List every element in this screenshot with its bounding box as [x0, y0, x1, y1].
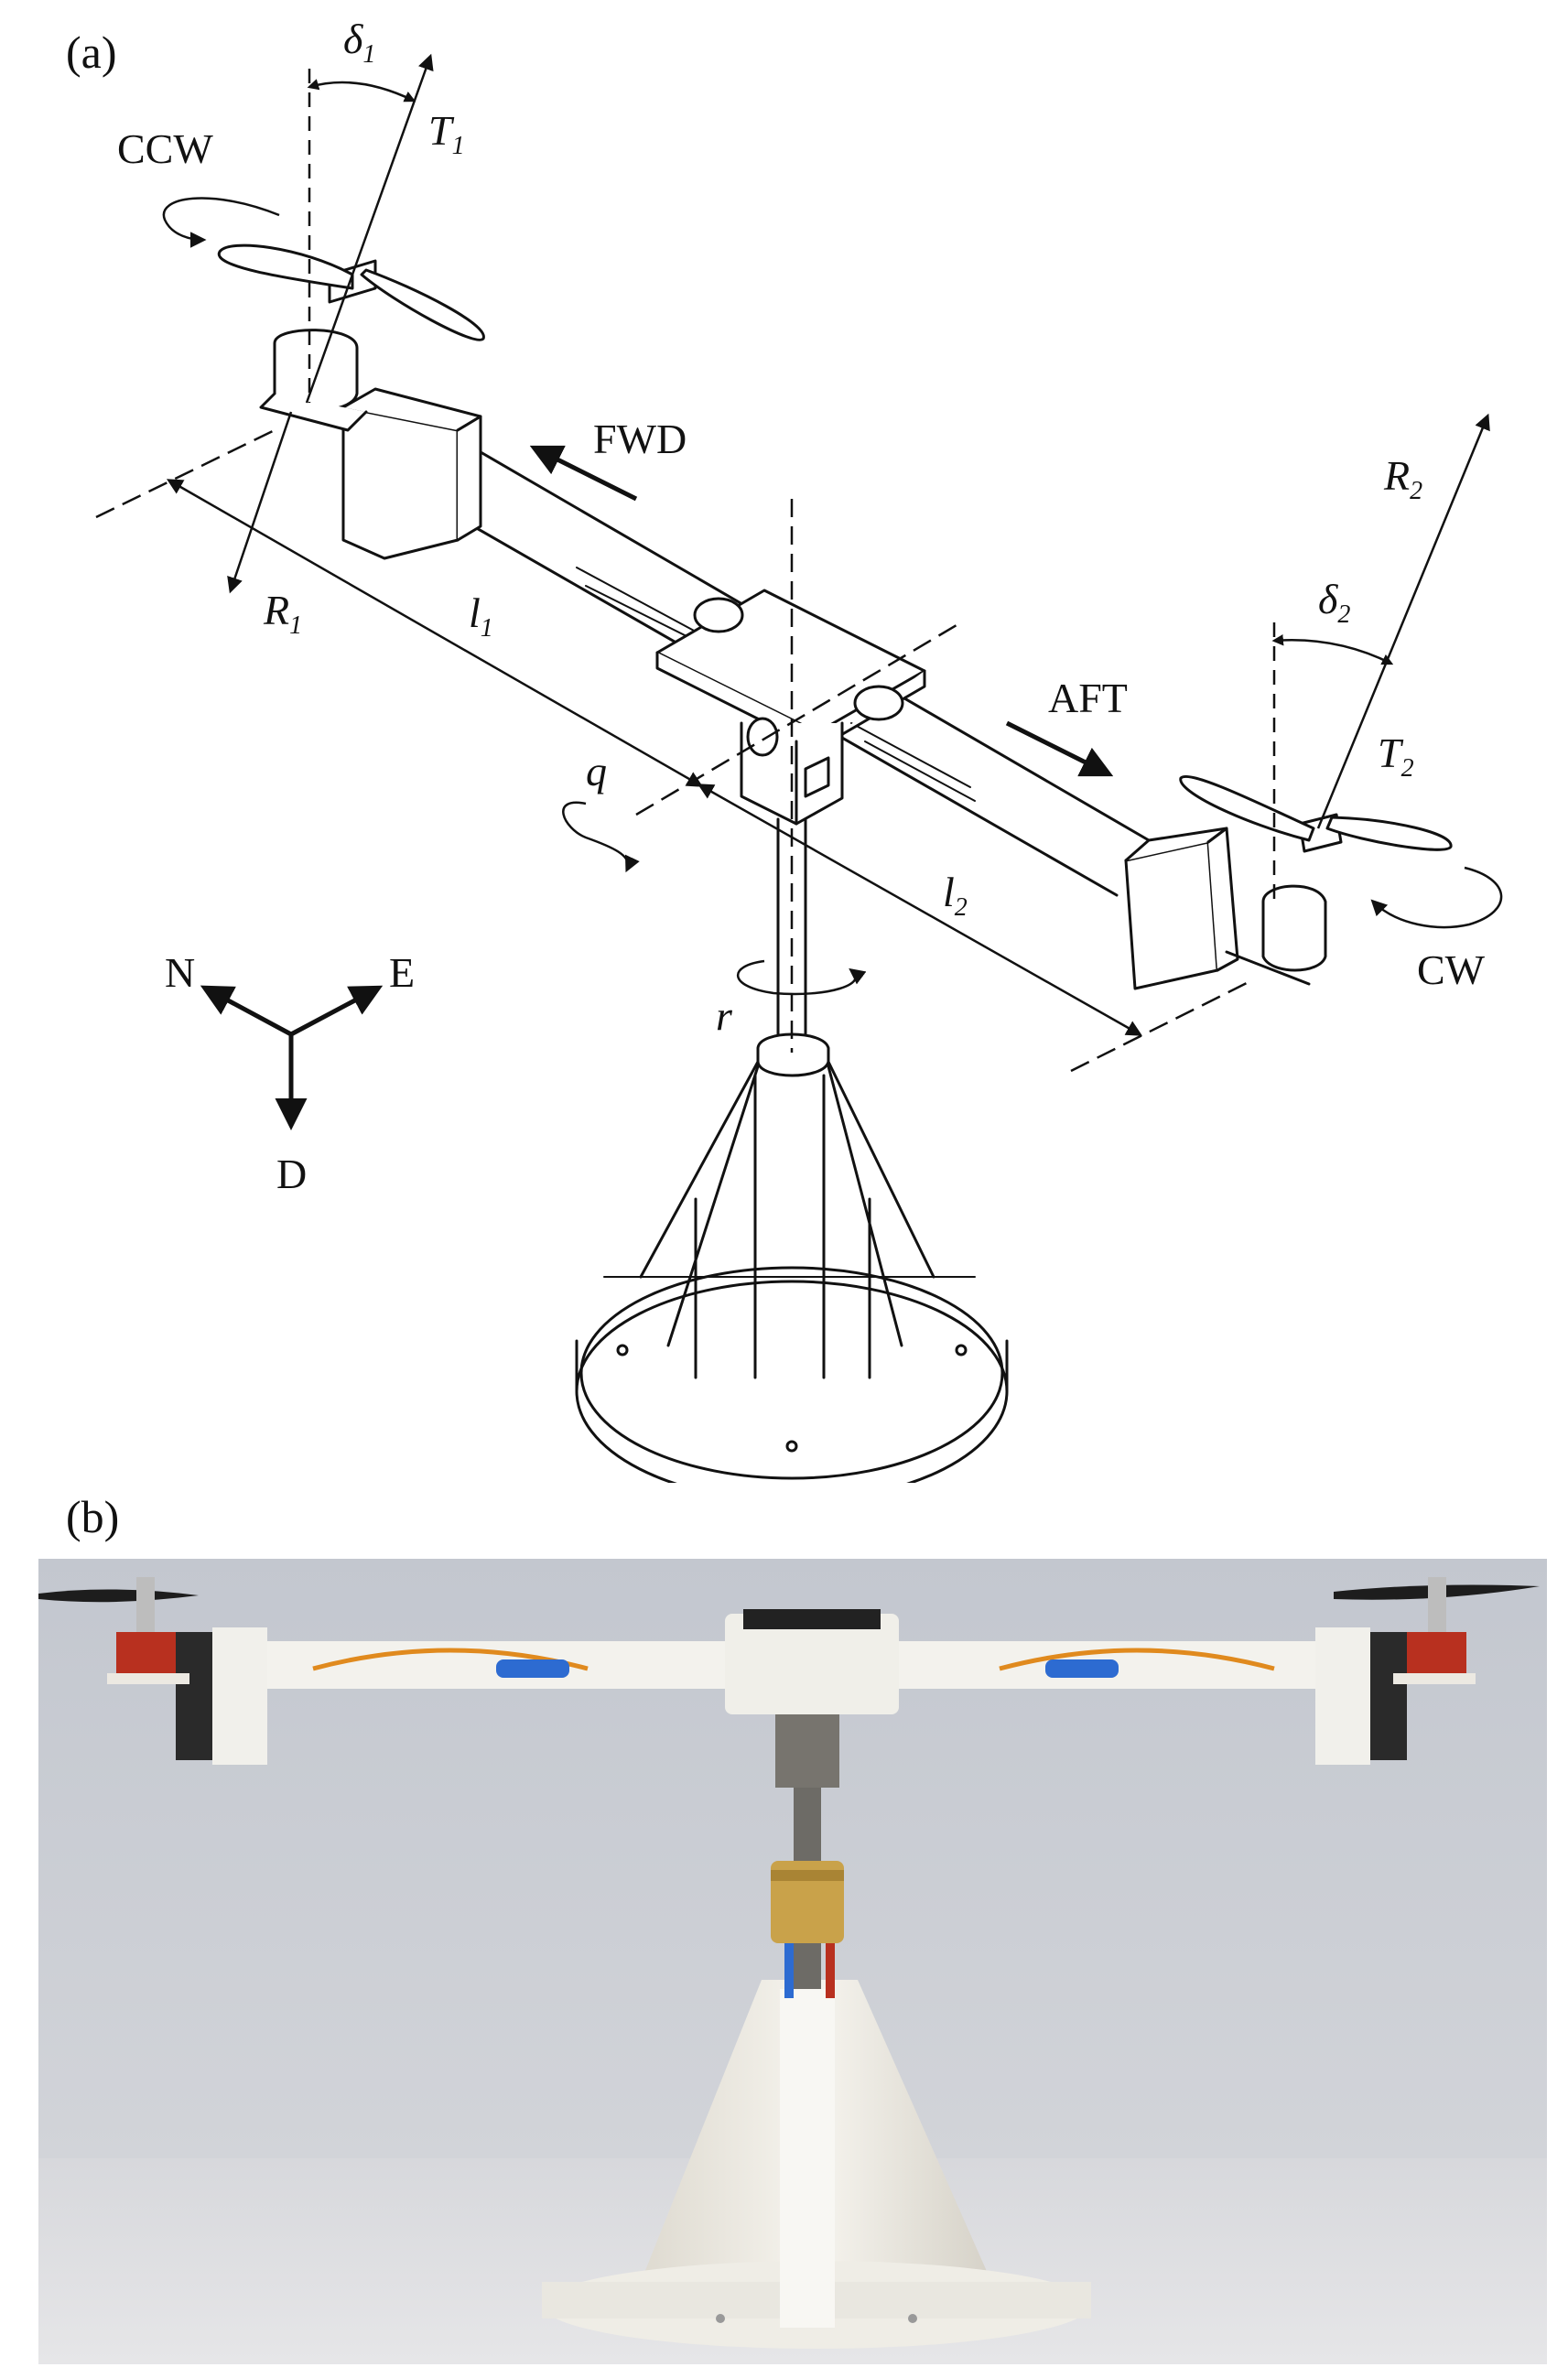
l2-dimension: [697, 784, 1143, 1036]
q-rotation-arrow: [562, 801, 640, 873]
q-label: q: [586, 748, 607, 794]
R1-label: R1: [263, 587, 302, 640]
r-label: r: [716, 992, 733, 1039]
delta1-label: δ1: [343, 16, 375, 69]
photo-right-rotor: [1315, 1577, 1540, 1765]
l1-label: l1: [469, 589, 493, 643]
delta1-arc: [307, 79, 416, 103]
fwd-label: FWD: [593, 416, 687, 462]
right-rotor-assembly: [1124, 775, 1453, 990]
l1-dimension: [166, 479, 704, 787]
R1-arrow: [227, 411, 293, 594]
photo-stand: [542, 1980, 1091, 2349]
compass-d-label: D: [276, 1151, 307, 1197]
ccw-rotation-arrow: [162, 197, 280, 248]
panel-a-label: (a): [66, 27, 117, 78]
tiltrotor-diagram: δ1 T1 CCW FWD R1 l1 R2 δ2 AFT T2 q l2 CW…: [95, 16, 1503, 1483]
vertical-shaft: [776, 817, 807, 1054]
right-extension-line: [1070, 978, 1255, 1073]
slip-ring: [771, 1861, 844, 1943]
left-rotor-assembly: [217, 243, 485, 560]
compass-e-label: E: [389, 949, 415, 996]
r-rotation-arrow: [736, 959, 867, 996]
left-extension-line: [95, 428, 276, 519]
T1-label: T1: [428, 107, 465, 160]
test-rig-photo: [38, 1559, 1547, 2364]
T2-label: T2: [1378, 730, 1414, 783]
photo-boom: [194, 1609, 1393, 1714]
ccw-label: CCW: [117, 125, 213, 172]
cw-rotation-arrow: [1370, 866, 1503, 929]
R2-thrust-arrow: [1316, 413, 1490, 829]
ned-compass: [200, 985, 384, 1130]
delta2-arc: [1271, 634, 1394, 665]
fwd-arrow: [529, 445, 638, 502]
aft-label: AFT: [1048, 675, 1128, 721]
l2-label: l2: [943, 869, 968, 922]
photo-left-rotor: [38, 1577, 267, 1765]
photo-hub-block: [775, 1701, 839, 1788]
R2-label: R2: [1383, 452, 1422, 505]
pitch-axis: [635, 621, 962, 816]
panel-b-label: (b): [66, 1491, 120, 1542]
delta2-label: δ2: [1318, 576, 1350, 629]
cw-label: CW: [1417, 946, 1486, 993]
T1-thrust-arrow: [305, 53, 434, 404]
compass-n-label: N: [165, 949, 195, 996]
aft-arrow: [1005, 720, 1114, 777]
photo-shaft: [771, 1778, 844, 1998]
conical-stand: [575, 1032, 1009, 1483]
